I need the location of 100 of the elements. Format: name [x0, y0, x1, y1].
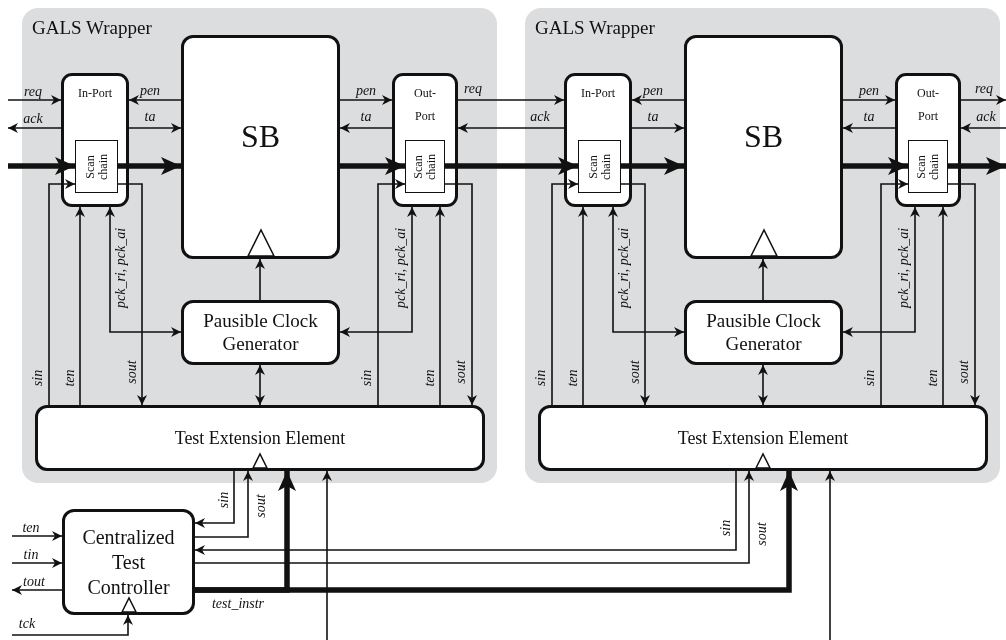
- bus-arrow: [8, 157, 75, 175]
- block-box: [684, 35, 843, 259]
- signal-label: tck: [18, 617, 36, 631]
- signal-label: ta: [360, 110, 372, 124]
- signal-arrow: [105, 206, 182, 337]
- clock-generator-box: [684, 300, 843, 365]
- signal-arrow: [7, 95, 62, 105]
- signal-label: ack: [23, 112, 43, 126]
- signal-label: pen: [642, 84, 664, 98]
- signal-arrow: [842, 95, 896, 105]
- signal-label: sin: [534, 369, 548, 387]
- signal-arrow: [960, 95, 1006, 105]
- node-label: GALS Wrapper: [535, 17, 655, 39]
- port-box: [392, 73, 458, 207]
- signal-arrow: [117, 183, 147, 406]
- signal-label: pen: [139, 84, 161, 98]
- clock-generator-box: [181, 300, 340, 365]
- signal-label: req: [974, 82, 994, 96]
- test-element-box: [538, 405, 988, 471]
- signal-label: sout: [454, 360, 468, 384]
- bus-arrow: [843, 157, 908, 175]
- signal-label: ten: [566, 369, 580, 387]
- node-label: Out-Port: [413, 85, 437, 125]
- scan-chain-box: [908, 140, 948, 193]
- wrapper-panel: [22, 8, 497, 483]
- signal-label: pen: [355, 84, 377, 98]
- scan-chain-box: [578, 140, 621, 193]
- signal-arrow: [758, 364, 768, 406]
- signal-label: ta: [863, 110, 875, 124]
- controller-box: [62, 509, 195, 615]
- signal-arrow: [758, 258, 768, 301]
- signal-label: sout: [957, 360, 971, 384]
- signal-label: sout: [755, 522, 769, 546]
- wrapper-panel: [525, 8, 1000, 483]
- signal-arrow: [960, 123, 1006, 133]
- signal-label: sin: [31, 369, 45, 387]
- signal-arrow: [608, 206, 685, 337]
- bus-arrow: [195, 471, 798, 593]
- port-box: [61, 73, 129, 207]
- signal-arrow: [631, 123, 685, 133]
- signal-arrow: [947, 183, 980, 406]
- signal-arrow: [128, 123, 182, 133]
- node-label: SB: [240, 118, 281, 155]
- bus-arrow: [445, 157, 578, 175]
- signal-arrow: [631, 95, 685, 105]
- signal-label: ten: [423, 369, 437, 387]
- bus-arrow: [340, 157, 405, 175]
- signal-label: sin: [719, 519, 733, 537]
- signal-label: sin: [863, 369, 877, 387]
- signal-arrow: [938, 206, 948, 406]
- node-label: Pausible Clock Generator: [705, 309, 822, 356]
- signal-arrow: [444, 183, 477, 406]
- signal-arrow: [880, 179, 909, 406]
- signal-arrow: [578, 206, 588, 406]
- block-box: [181, 35, 340, 259]
- signal-arrow: [457, 95, 565, 105]
- signal-arrow: [255, 258, 265, 301]
- signal-arrow: [255, 364, 265, 406]
- signal-arrow: [322, 470, 332, 640]
- node-label: Centralized Test Controller: [81, 524, 176, 600]
- signal-label: tin: [23, 548, 39, 562]
- node-label: Scan chain: [412, 152, 438, 182]
- signal-arrow: [11, 614, 133, 636]
- signal-arrow: [457, 123, 565, 133]
- signal-label: sout: [254, 494, 268, 518]
- node-label: Scan chain: [915, 152, 941, 182]
- node-label: Pausible Clock Generator: [202, 309, 319, 356]
- node-label: In-Port: [78, 85, 112, 102]
- signal-label: ta: [144, 110, 156, 124]
- signal-arrow: [48, 179, 76, 406]
- signal-arrow: [128, 95, 182, 105]
- signal-label: sin: [360, 369, 374, 387]
- signal-label: pck_ri, pck_ai: [897, 227, 911, 309]
- node-label: Test Extension Element: [677, 427, 849, 449]
- signal-label: ten: [926, 369, 940, 387]
- signal-arrow: [11, 558, 63, 568]
- bus-arrow: [948, 157, 1006, 175]
- test-element-box: [35, 405, 485, 471]
- signal-label: sout: [628, 360, 642, 384]
- signal-arrow: [377, 179, 406, 406]
- port-box: [564, 73, 632, 207]
- signal-label: sin: [217, 491, 231, 509]
- signal-arrow: [194, 470, 253, 538]
- scan-chain-box: [75, 140, 118, 193]
- signal-label: req: [463, 82, 483, 96]
- signal-label: test_instr: [211, 597, 265, 611]
- signal-label: req: [23, 85, 43, 99]
- node-label: GALS Wrapper: [32, 17, 152, 39]
- signal-label: ack: [976, 110, 996, 124]
- signal-label: pen: [858, 84, 880, 98]
- node-label: Scan chain: [83, 152, 110, 182]
- signal-arrow: [339, 123, 393, 133]
- signal-arrow: [11, 585, 63, 595]
- signal-label: ta: [647, 110, 659, 124]
- bus-arrow: [621, 157, 684, 175]
- signal-arrow: [7, 123, 62, 133]
- signal-arrow: [551, 179, 579, 406]
- signal-label: tout: [23, 575, 45, 589]
- signal-arrow: [194, 470, 235, 528]
- node-label: SB: [743, 118, 784, 155]
